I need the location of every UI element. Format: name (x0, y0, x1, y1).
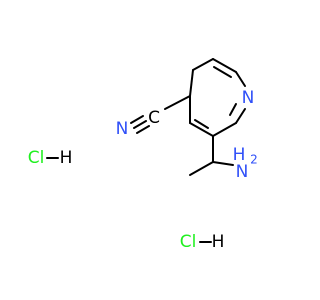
hcl2-chlorine-label: Cl (180, 232, 197, 252)
bond-c3-c3a-double (194, 119, 209, 129)
hcl-1: Cl H (28, 148, 73, 168)
bond-ch-ch3 (189, 161, 214, 176)
bond-c6-n1 (235, 71, 246, 87)
nitrile-nitrogen-label: N (116, 119, 129, 139)
amine-h2-label: H (233, 145, 246, 165)
amine-n-label: N (236, 162, 249, 182)
bond-c3a-cnc (164, 95, 191, 110)
bond-n1-c2-double (229, 103, 237, 116)
nitrile-group (130, 95, 191, 134)
hcl1-hydrogen-label: H (60, 148, 73, 168)
bond-cn-triple-3 (136, 125, 150, 134)
bond-c4-c5 (192, 58, 214, 71)
molecule-diagram: N C N H 2 N Cl H Cl H (28, 58, 258, 252)
bond-c3-c3a (189, 122, 214, 137)
pyridine-ring (189, 58, 246, 137)
bond-n1-c2 (235, 108, 246, 124)
bond-ch-nh2 (212, 161, 234, 166)
hcl1-chlorine-label: Cl (28, 148, 45, 168)
aminoethyl-chain (189, 135, 234, 176)
nitrile-carbon-label: C (148, 108, 160, 128)
hcl2-hydrogen-label: H (212, 232, 225, 252)
bond-cn-triple-2 (130, 115, 144, 124)
bond-cn-triple-1 (133, 120, 147, 129)
bond-c4-top (189, 69, 194, 97)
bond-c2-c3 (212, 122, 237, 137)
bond-c5-c6-double (213, 66, 232, 78)
ring-nitrogen-label: N (242, 88, 255, 108)
bond-c5-c6 (212, 58, 237, 73)
amine-sub-label: 2 (250, 153, 258, 167)
hcl-2: Cl H (180, 232, 225, 252)
